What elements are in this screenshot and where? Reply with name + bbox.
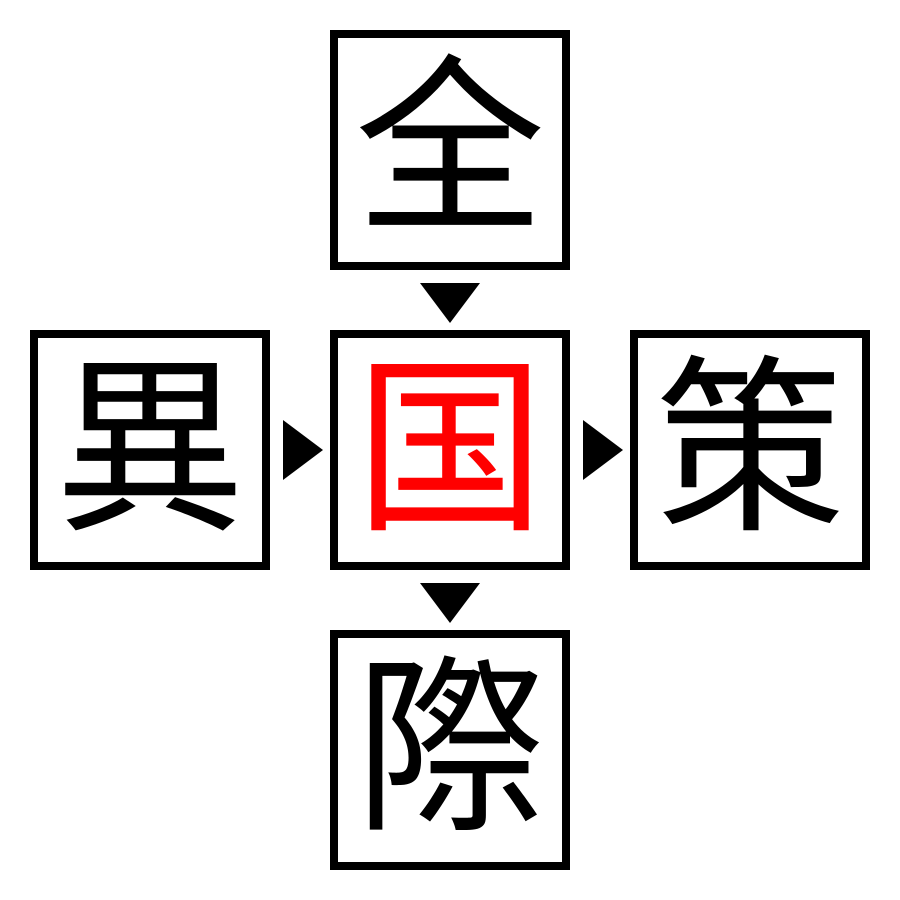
left-kanji: 異 <box>54 339 245 560</box>
bottom-kanji-box: 際 <box>330 630 570 870</box>
arrow-down-icon <box>420 283 480 323</box>
right-kanji: 策 <box>654 339 845 560</box>
arrow-right-icon <box>583 420 623 480</box>
bottom-kanji: 際 <box>354 639 545 860</box>
left-kanji-box: 異 <box>30 330 270 570</box>
center-answer-kanji: 国 <box>354 339 545 560</box>
top-kanji-box: 全 <box>330 30 570 270</box>
arrow-down-icon <box>420 583 480 623</box>
right-kanji-box: 策 <box>630 330 870 570</box>
center-answer-box: 国 <box>330 330 570 570</box>
top-kanji: 全 <box>354 39 545 260</box>
arrow-right-icon <box>283 420 323 480</box>
